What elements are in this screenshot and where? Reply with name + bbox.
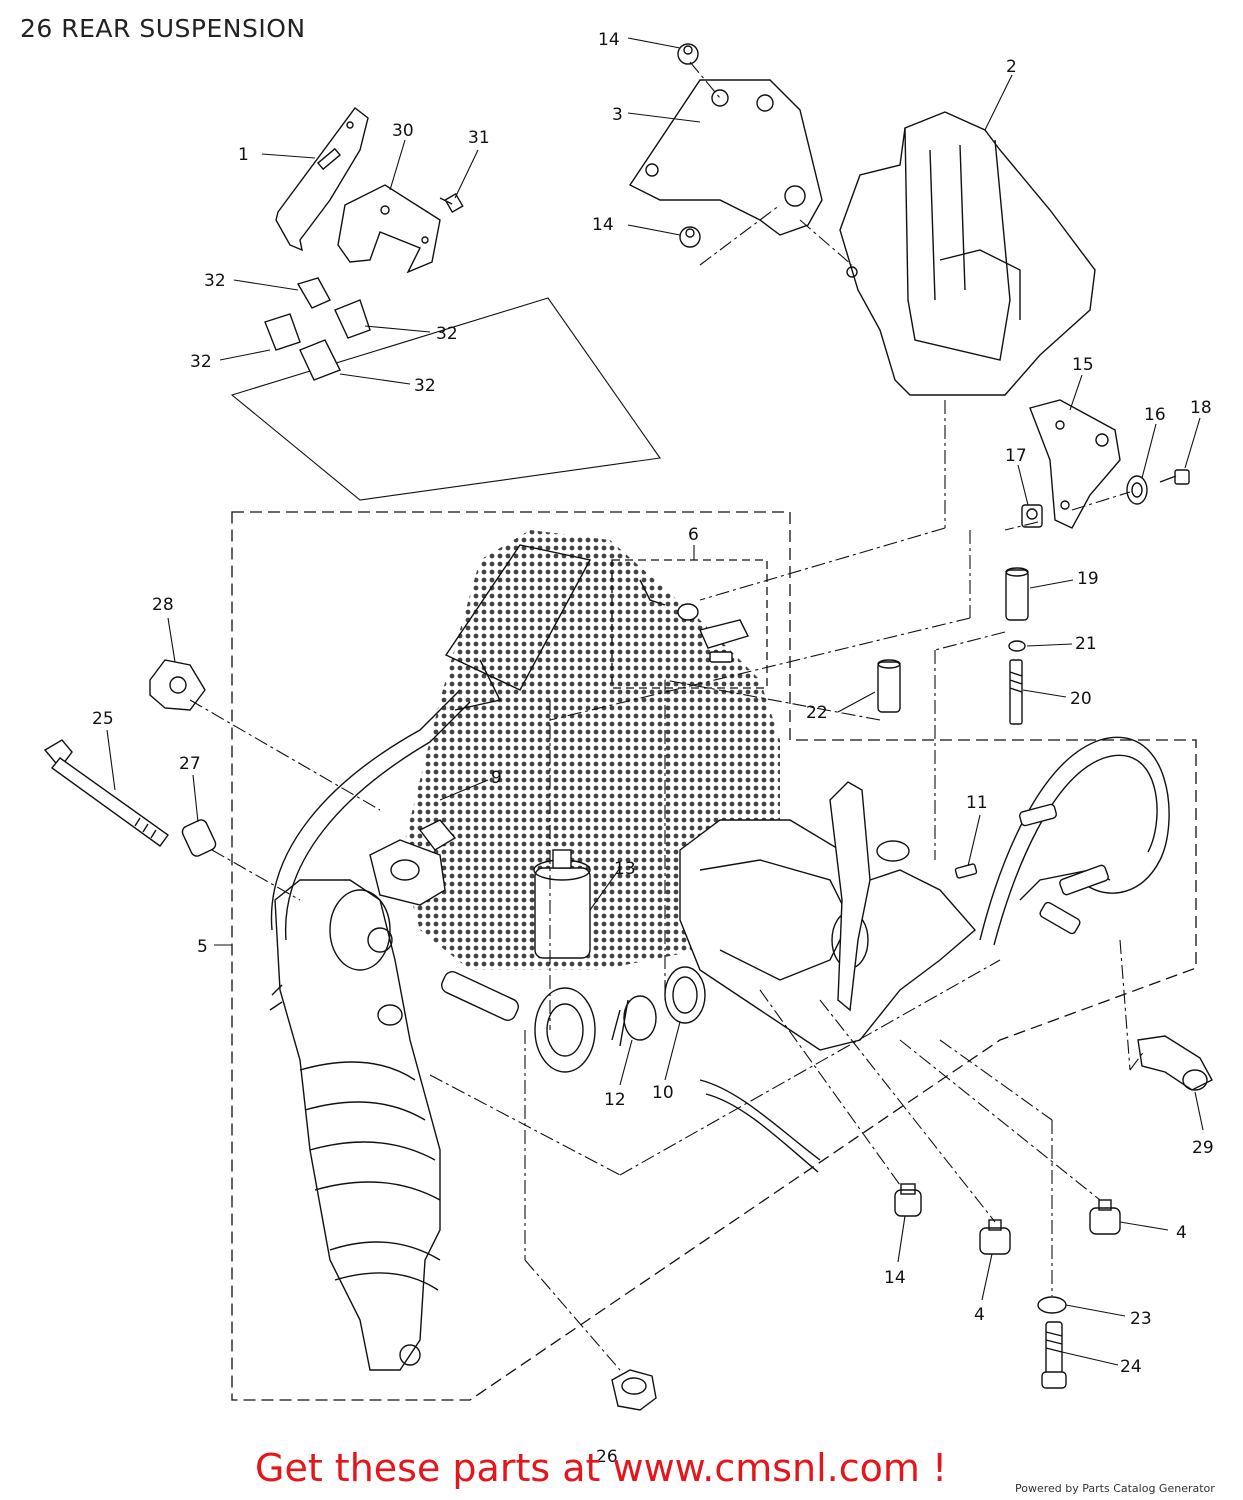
callout-32-c: 32	[190, 352, 212, 372]
part-21-washer	[1008, 640, 1026, 652]
callout-22: 22	[806, 703, 828, 723]
part-23-washer	[1037, 1296, 1067, 1314]
callout-4-right: 4	[1176, 1223, 1187, 1243]
part-14-nut-mid	[679, 226, 701, 248]
callout-17: 17	[1005, 446, 1027, 466]
callout-12: 12	[604, 1090, 626, 1110]
assembly-boundary	[231, 511, 1197, 1401]
part-28-clamp	[149, 659, 206, 711]
part-27-collar	[181, 819, 217, 857]
part-19-collar	[1005, 567, 1029, 621]
relay-arm	[679, 781, 976, 1051]
part-32-clips	[264, 277, 371, 381]
part-1-bracket	[275, 107, 369, 252]
callout-21: 21	[1075, 634, 1097, 654]
callout-24: 24	[1120, 1357, 1142, 1377]
callout-14-top: 14	[598, 30, 620, 50]
part-29-clamp	[1137, 1035, 1213, 1091]
callout-10: 10	[652, 1083, 674, 1103]
callout-28: 28	[152, 595, 174, 615]
callout-27: 27	[179, 754, 201, 774]
part-20-bolt	[1009, 659, 1023, 725]
part-15-bracket	[1029, 399, 1121, 529]
callout-13: 13	[614, 859, 636, 879]
part-24-bolt	[1041, 1321, 1067, 1389]
part-5-hose	[270, 689, 461, 931]
part-4-nut-right	[1089, 1199, 1121, 1235]
part-3-bracket	[628, 79, 823, 236]
part-9-clamp	[369, 819, 457, 906]
callout-19: 19	[1077, 569, 1099, 589]
callout-14-mid: 14	[592, 215, 614, 235]
part-16-collar	[1126, 475, 1148, 505]
callout-32-a: 32	[204, 271, 226, 291]
part-14-nut-top	[677, 43, 699, 65]
callout-11: 11	[966, 793, 988, 813]
reference-lines	[189, 61, 1146, 1371]
callout-15: 15	[1072, 355, 1094, 375]
part-6-group-box	[611, 559, 768, 689]
callout-29: 29	[1192, 1138, 1214, 1158]
part-14-nut-lower	[894, 1183, 922, 1217]
callout-2: 2	[1006, 57, 1017, 77]
bracket-group-outline	[230, 297, 661, 501]
callout-32-b: 32	[436, 324, 458, 344]
part-4-nut-lower	[979, 1219, 1011, 1255]
callout-23: 23	[1130, 1309, 1152, 1329]
callout-20: 20	[1070, 689, 1092, 709]
part-26-nut	[611, 1369, 657, 1411]
callout-16: 16	[1144, 405, 1166, 425]
part-18-bolt	[1159, 469, 1190, 485]
part-13-adjuster	[533, 849, 591, 959]
callout-leaders	[106, 37, 1204, 1366]
part-17-nut	[1021, 504, 1043, 528]
callout-25: 25	[92, 709, 114, 729]
part-22-collar	[877, 659, 901, 713]
callout-14-lower: 14	[884, 1268, 906, 1288]
breather-hose	[699, 1079, 821, 1161]
mount-collar	[441, 971, 519, 1021]
page-title: 26 REAR SUSPENSION	[20, 14, 306, 43]
callout-1: 1	[238, 145, 249, 165]
callout-6: 6	[688, 525, 699, 545]
callout-32-d: 32	[414, 376, 436, 396]
part-30-bracket	[337, 184, 441, 274]
callout-18: 18	[1190, 398, 1212, 418]
part-12-bearing	[534, 987, 657, 1073]
callout-30: 30	[392, 121, 414, 141]
part-31-bolt	[439, 192, 464, 214]
part-5-shock-absorber	[269, 879, 441, 1371]
hose-fitting	[1019, 803, 1057, 827]
part-10-seal	[664, 966, 706, 1024]
part-6-small-parts	[639, 579, 749, 663]
callout-4-lower: 4	[974, 1305, 985, 1325]
part-25-bolt	[43, 739, 169, 847]
callout-9: 9	[491, 768, 502, 788]
part-2-cover	[839, 111, 1096, 396]
powered-by-text: Powered by Parts Catalog Generator	[1015, 1482, 1215, 1495]
brake-hose-loop	[979, 736, 1170, 941]
callout-26: 26	[596, 1447, 618, 1467]
callout-31: 31	[468, 128, 490, 148]
cta-link[interactable]: Get these parts at www.cmsnl.com !	[255, 1446, 948, 1490]
callout-5: 5	[197, 937, 208, 957]
part-11-bolt	[954, 863, 978, 879]
callout-3: 3	[612, 105, 623, 125]
